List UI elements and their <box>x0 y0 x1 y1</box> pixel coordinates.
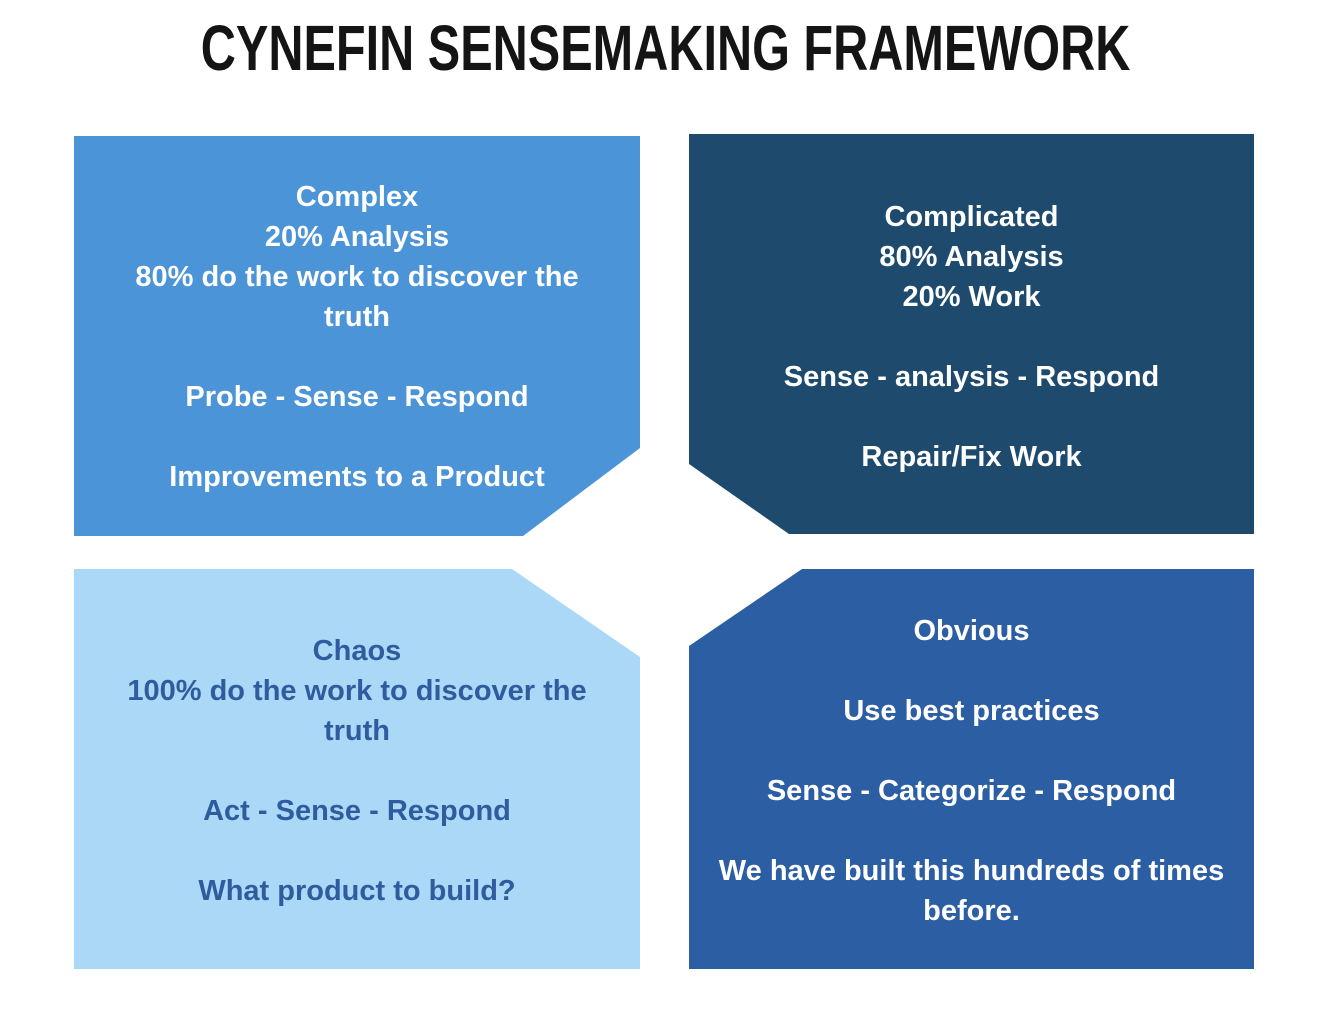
complex-approach-line: Probe - Sense - Respond <box>185 381 529 413</box>
chaos-approach-line: Act - Sense - Respond <box>203 795 511 827</box>
quadrant-chaos: Chaos 100% do the work to discover the t… <box>74 569 640 969</box>
complicated-approach-line: Sense - analysis - Respond <box>783 361 1160 393</box>
chaos-example-line: What product to build? <box>198 875 516 907</box>
obvious-practices-line: Use best practices <box>843 695 1100 727</box>
quadrant-obvious: Obvious Use best practices Sense - Categ… <box>689 569 1254 969</box>
quadrant-complicated: Complicated 80% Analysis 20% Work Sense … <box>689 134 1254 534</box>
complicated-header-group: Complicated 80% Analysis 20% Work <box>879 201 1064 313</box>
obvious-approach-line: Sense - Categorize - Respond <box>766 775 1177 807</box>
title-bar: CYNEFIN SENSEMAKING FRAMEWORK <box>0 0 1332 96</box>
complicated-example-line: Repair/Fix Work <box>861 441 1082 473</box>
page-title: CYNEFIN SENSEMAKING FRAMEWORK <box>201 12 1131 84</box>
complex-header-group: Complex 20% Analysis 80% do the work to … <box>135 181 579 333</box>
obvious-header-line: Obvious <box>913 615 1030 647</box>
complex-example-line: Improvements to a Product <box>169 461 545 493</box>
quadrant-complex: Complex 20% Analysis 80% do the work to … <box>74 136 640 536</box>
obvious-example-group: We have built this hundreds of times bef… <box>718 855 1225 927</box>
chaos-header-group: Chaos 100% do the work to discover the t… <box>127 635 587 747</box>
